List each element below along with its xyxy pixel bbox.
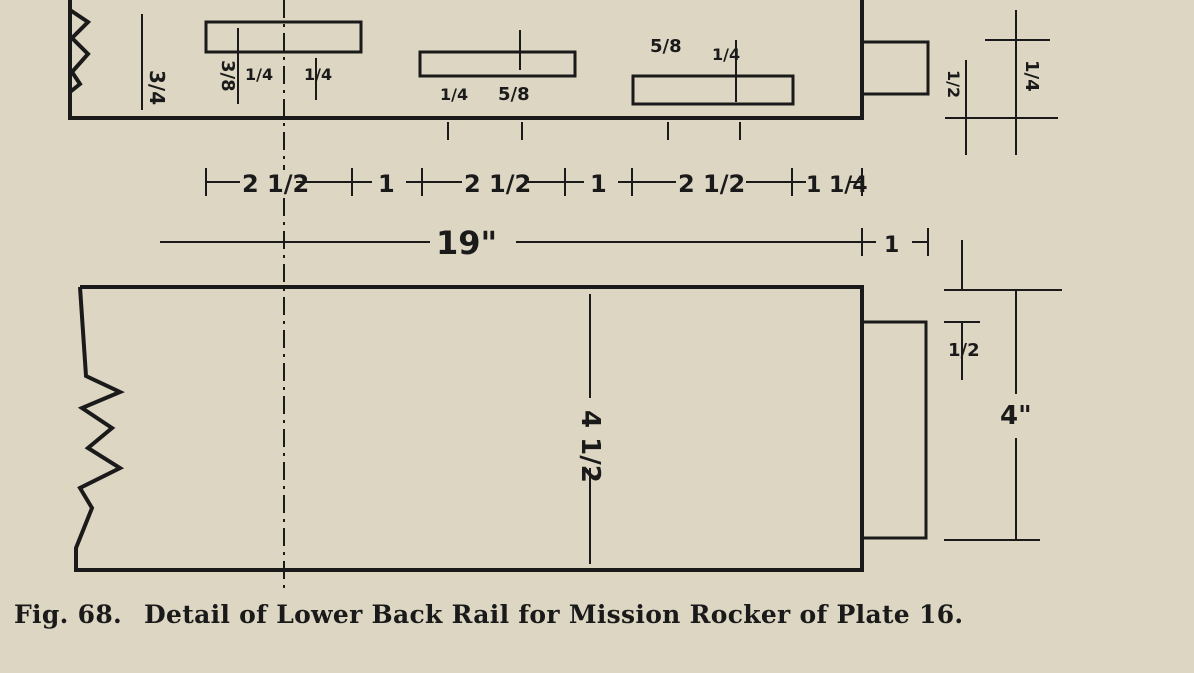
dim-tenon-thickness: 1/2 [944,70,963,98]
dim-slot3-offset: 1/4 [712,45,740,64]
tenon-shoulder-label: 1/2 [948,340,980,361]
spacing-label-2: 1 [378,170,395,198]
mortise-slot-1 [204,20,363,54]
spacing-label-1: 2 1/2 [242,170,309,198]
spacing-label-6: 1 1/4 [806,173,868,198]
overall-length-label: 19" [436,224,497,262]
mortise-slot-3 [631,74,795,106]
figure-caption: Fig. 68. Detail of Lower Back Rail for Mi… [14,600,1184,629]
dim-top-height: 3/4 [145,70,169,105]
length-dimensions: 19" 1 [160,224,929,262]
plan-tenon [860,40,930,96]
dim-right-thickness: 1/4 [1021,60,1042,92]
figure-title: Detail of Lower Back Rail for Mission Ro… [144,600,964,629]
plan-view: 3/4 3/8 1/4 1/4 1/4 5/8 5/8 1/4 1/2 1/4 [68,0,1058,590]
spacing-label-4: 1 [590,170,607,198]
dim-slot1-width: 3/8 [217,60,238,92]
spacing-dimensions: 2 1/2 1 2 1/2 1 2 1/2 1 1/4 [205,168,868,198]
dim-slot-offset-a: 1/4 [245,65,273,84]
elevation-tenon [860,320,928,540]
spacing-label-5: 2 1/2 [678,170,745,198]
spacing-label-3: 2 1/2 [464,170,531,198]
mortise-slot-2 [418,50,577,78]
rail-drawing: 3/4 3/8 1/4 1/4 1/4 5/8 5/8 1/4 1/2 1/4 … [68,0,1062,590]
side-height-label: 4 1/2 [575,410,605,483]
elevation-outline [74,285,864,572]
elevation-view: 4 1/2 1/2 4" [74,240,1062,572]
dim-slot-offset-b: 1/4 [304,65,332,84]
figure-number: Fig. 68. [14,600,123,629]
dim-slot2-width: 5/8 [498,84,530,105]
dim-slot2-offset: 1/4 [440,85,468,104]
dim-slot3-width: 5/8 [650,36,682,57]
tenon-length-label: 1 [884,233,899,258]
tenon-height-label: 4" [1000,401,1032,431]
